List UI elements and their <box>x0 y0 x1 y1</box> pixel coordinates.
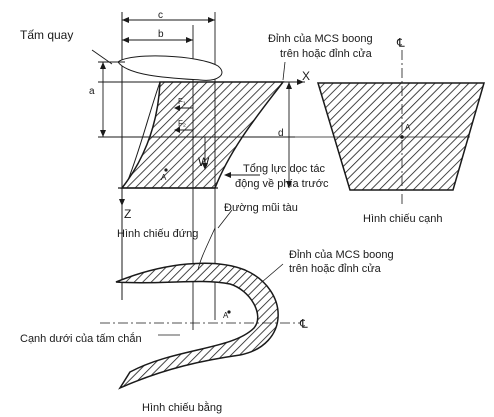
f2-arrowhead <box>174 127 180 133</box>
plan-view <box>100 227 300 390</box>
dim-b-arrow-left <box>122 37 129 43</box>
dim-c-arrow-right <box>208 17 215 23</box>
dim-b-arrow-right <box>186 37 193 43</box>
label-z-axis: Z <box>124 207 131 221</box>
w-arrowhead <box>202 163 208 170</box>
front-point-a <box>164 168 168 172</box>
label-dinh-mcs-mid-2: trên hoặc đỉnh cửa <box>289 263 382 275</box>
label-canh-duoi: Cạnh dưới của tấm chắn <box>20 332 142 345</box>
label-hinh-chieu-canh: Hình chiếu cạnh <box>363 213 443 225</box>
label-dinh-mcs-top-1: Đỉnh của MCS boong <box>268 33 373 45</box>
stem-outline <box>127 81 161 181</box>
label-w: W <box>198 155 210 169</box>
label-x-axis: X <box>302 69 310 83</box>
label-dim-b: b <box>158 29 164 40</box>
label-f2: F₂ <box>178 119 186 128</box>
dinh-top-leader <box>282 61 286 81</box>
centerline-symbol-top: ℄ <box>396 36 405 50</box>
f1-arrowhead <box>174 105 180 111</box>
plan-point-a <box>227 310 231 314</box>
label-f1: F₁ <box>178 97 186 106</box>
centerline-symbol-bottom: ℄ <box>299 317 308 331</box>
hinge-oval <box>117 55 223 81</box>
label-tong-luc-1: Tổng lực dọc tác <box>243 163 325 175</box>
z-axis-arrowhead <box>119 199 125 206</box>
dim-a-arrow-top <box>100 62 106 69</box>
label-duong-mui-tau: Đường mũi tàu <box>224 202 298 214</box>
label-dim-a: a <box>89 86 95 97</box>
label-point-a-side: A <box>405 123 411 132</box>
label-dinh-mcs-top-2: trên hoặc đỉnh cửa <box>280 48 373 60</box>
side-point-a <box>400 135 404 139</box>
dim-d-arrow-bottom <box>286 181 292 188</box>
stem-projection-curve <box>197 227 216 271</box>
label-dinh-mcs-mid-1: Đỉnh của MCS boong <box>289 249 394 261</box>
label-dim-c: c <box>158 10 163 21</box>
dim-d-arrow-top <box>286 82 292 89</box>
label-hinh-chieu-bang: Hình chiếu bằng <box>142 401 222 414</box>
dim-a-arrow-bottom <box>100 130 106 137</box>
side-view <box>290 50 485 205</box>
label-tam-quay: Tấm quay <box>20 28 73 42</box>
duong-mui-tau-leader <box>217 209 233 229</box>
dinh-mid-leader <box>261 263 284 283</box>
plan-view-hatched-section <box>115 262 279 390</box>
tong-luc-arrowhead <box>224 172 231 178</box>
x-axis-arrowhead <box>297 79 304 85</box>
label-point-a-plan: A <box>223 311 229 320</box>
label-dim-d: d <box>278 128 284 139</box>
label-point-a-front: A <box>161 173 167 182</box>
label-tong-luc-2: động về phía trước <box>235 178 329 190</box>
label-hinh-chieu-dung: Hình chiếu đứng <box>117 228 198 240</box>
dim-c-arrow-left <box>122 17 129 23</box>
